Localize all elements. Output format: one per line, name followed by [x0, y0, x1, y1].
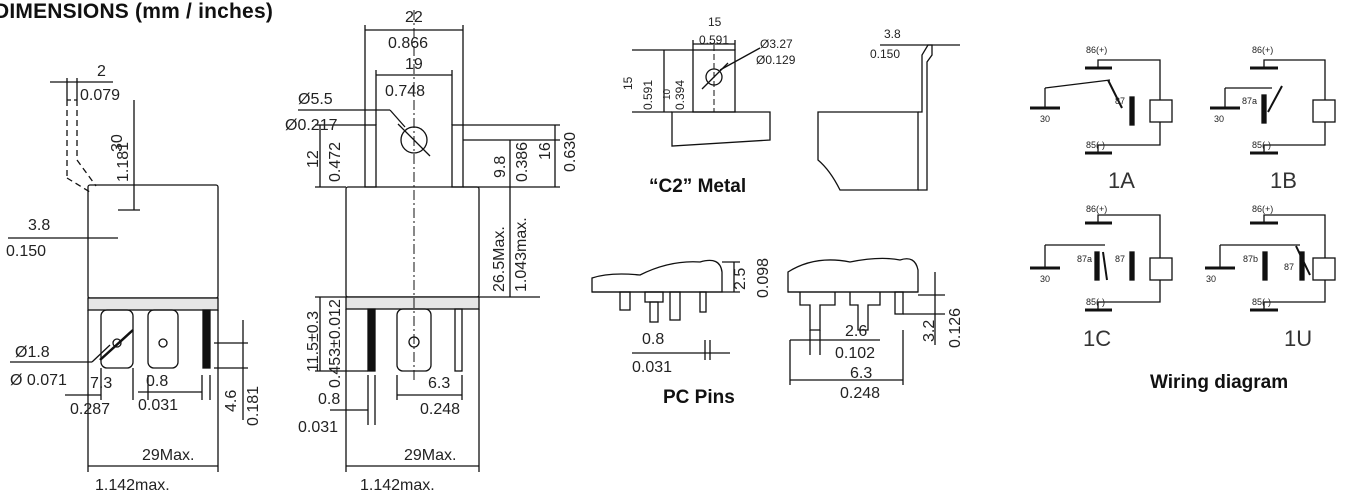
wiring-1u [1205, 214, 1336, 312]
front-inner-mm: 19 [405, 56, 423, 73]
front-view [298, 10, 560, 472]
side-pin-height-mm: 30 [109, 134, 126, 152]
side-offset-mm: 3.8 [28, 217, 50, 234]
wiring-1u-common: 30 [1206, 274, 1216, 284]
side-length-in: 1.142max. [95, 477, 170, 494]
front-pin-spacing-mm: 6.3 [428, 375, 450, 392]
side-offset-in: 0.150 [6, 243, 46, 260]
wiring-1c-label: 1C [1083, 326, 1111, 351]
pcpin-height-in: 0.098 [755, 258, 772, 298]
wiring-1u-alt-no: 87b [1243, 254, 1258, 264]
bracket-height-mm: 15 [621, 76, 635, 90]
bracket-width-in: 0.591 [699, 33, 729, 47]
front-hole-in: Ø0.217 [285, 117, 338, 134]
pcpin-spacing-in: 0.248 [840, 385, 880, 402]
wiring-1a-common: 30 [1040, 114, 1050, 124]
pcpin-depth-in: 0.126 [947, 308, 964, 348]
front-length-mm: 29Max. [404, 447, 456, 464]
wiring-1b [1210, 59, 1336, 155]
wiring-diagram-caption: Wiring diagram [1150, 372, 1289, 393]
front-pin-in: 0.453±0.012 [327, 299, 344, 388]
bracket-hole-mm: Ø3.27 [760, 37, 793, 51]
side-pin-width-mm: 2 [97, 63, 106, 80]
front-top-mm: 22 [405, 9, 423, 26]
front-tab3-mm: 16 [537, 142, 554, 160]
wiring-1a-label: 1A [1108, 168, 1135, 193]
side-view [8, 78, 248, 472]
wiring-1c-nc: 87a [1077, 254, 1092, 264]
pcpin-spacing-mm: 6.3 [850, 365, 872, 382]
front-height-mm: 26.5Max. [491, 226, 508, 292]
wiring-1c-coil-neg: 85(-) [1086, 297, 1105, 307]
bracket-hole-height-in: 0.394 [673, 80, 687, 110]
bracket-width-mm: 15 [708, 15, 722, 29]
wiring-1a-no: 87 [1115, 96, 1125, 106]
wiring-1u-coil-pos: 86(+) [1252, 204, 1273, 214]
pcpin-height-mm: 2.5 [732, 268, 749, 290]
wiring-1b-coil-pos: 86(+) [1252, 45, 1273, 55]
wiring-1b-coil-neg: 85(-) [1252, 140, 1271, 150]
front-tab-in: 0.472 [327, 142, 344, 182]
side-pin-height-in: 1.181 [115, 142, 132, 182]
side-hole-mm: Ø1.8 [15, 344, 50, 361]
wiring-1u-label: 1U [1284, 326, 1312, 351]
wiring-1b-common: 30 [1214, 114, 1224, 124]
page-title: DIMENSIONS (mm / inches) [0, 0, 274, 23]
front-hole-mm: Ø5.5 [298, 91, 333, 108]
pcpin-depth-mm: 3.2 [921, 320, 938, 342]
wiring-1c-no: 87 [1115, 254, 1125, 264]
pcpin-thickness-mm: 0.8 [642, 331, 664, 348]
wiring-1c [1030, 214, 1173, 312]
wiring-1a [1030, 59, 1173, 155]
c2-metal-caption: “C2” Metal [649, 176, 747, 197]
c2-metal-bracket [632, 40, 960, 191]
front-pin-thickness-in: 0.031 [298, 419, 338, 436]
wiring-1b-label: 1B [1270, 168, 1297, 193]
wiring-1u-no: 87 [1284, 262, 1294, 272]
side-pin-thickness-mm: 0.8 [146, 373, 168, 390]
wiring-1a-coil-neg: 85(-) [1086, 140, 1105, 150]
side-pin-thickness-in: 0.031 [138, 397, 178, 414]
wiring-1u-coil-neg: 85(-) [1252, 297, 1271, 307]
bracket-hole-in: Ø0.129 [756, 53, 796, 67]
pc-pins-caption: PC Pins [663, 387, 735, 408]
front-height-in: 1.043max. [513, 217, 530, 292]
side-pin-spacing-mm: 7.3 [90, 375, 112, 392]
front-tab2-mm: 9.8 [492, 156, 509, 178]
front-length-in: 1.142max. [360, 477, 435, 494]
side-gap-in: 0.181 [245, 386, 262, 426]
wiring-1b-nc: 87a [1242, 96, 1257, 106]
front-top-in: 0.866 [388, 35, 428, 52]
front-tab-mm: 12 [305, 150, 322, 168]
side-pin-spacing-in: 0.287 [70, 401, 110, 418]
wiring-1c-coil-pos: 86(+) [1086, 204, 1107, 214]
side-hole-in: Ø 0.071 [10, 372, 67, 389]
front-inner-in: 0.748 [385, 83, 425, 100]
bracket-thickness-in: 0.150 [870, 47, 900, 61]
front-tab3-in: 0.630 [562, 132, 579, 172]
bracket-height-in: 0.591 [641, 80, 655, 110]
front-pin-thickness-mm: 0.8 [318, 391, 340, 408]
pcpin-width-mm: 2.6 [845, 323, 867, 340]
front-tab2-in: 0.386 [514, 142, 531, 182]
pcpin-width-in: 0.102 [835, 345, 875, 362]
front-pin-mm: 11.5±0.3 [305, 311, 322, 372]
pcpin-thickness-in: 0.031 [632, 359, 672, 376]
front-pin-spacing-in: 0.248 [420, 401, 460, 418]
bracket-thickness-mm: 3.8 [884, 27, 901, 41]
bracket-hole-height-mm: 10 [662, 88, 673, 100]
wiring-1a-coil-pos: 86(+) [1086, 45, 1107, 55]
wiring-1c-common: 30 [1040, 274, 1050, 284]
side-gap-mm: 4.6 [223, 390, 240, 412]
side-pin-width-in: 0.079 [80, 87, 120, 104]
pc-pins-drawing [591, 257, 945, 385]
side-length-mm: 29Max. [142, 447, 194, 464]
